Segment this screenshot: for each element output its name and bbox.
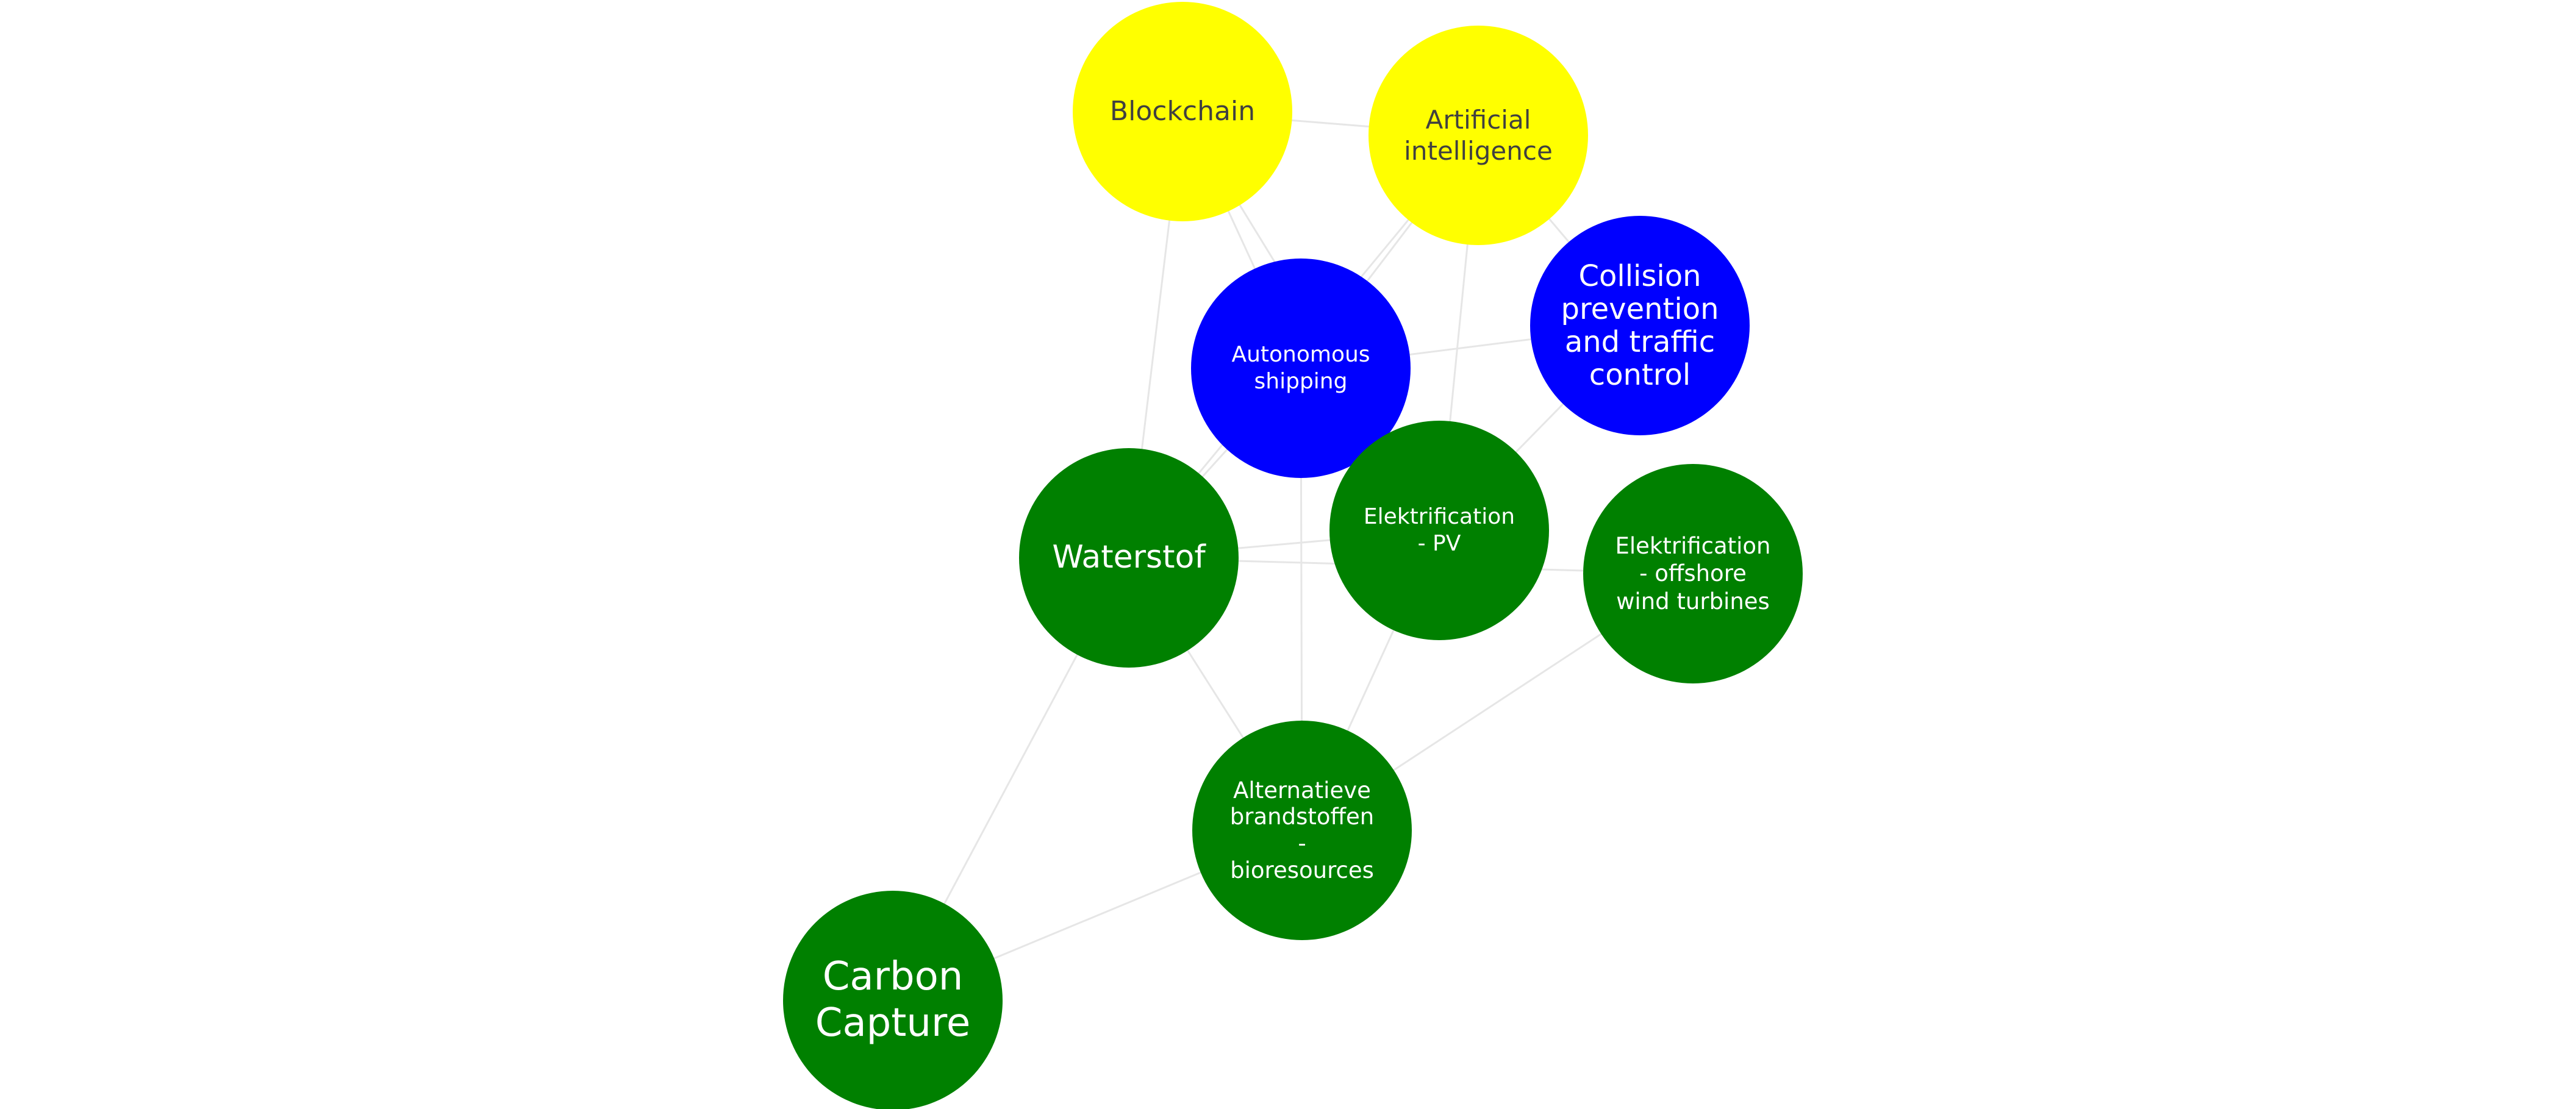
node-waterstof-label: Waterstof [1052,539,1206,576]
node-elektrification-pv-label: Elektrification - PV [1363,504,1515,556]
node-carbon-capture-label: Carbon Capture [815,954,971,1046]
node-collision-prevention-label: Collision prevention and traffic control [1561,259,1719,393]
node-autonomous-shipping-label: Autonomous shipping [1231,342,1370,394]
node-alternatieve-brandstoffen-label: Alternatieve brandstoffen - bioresources [1229,777,1375,883]
node-blockchain-label: Blockchain [1109,96,1256,127]
node-carbon-capture[interactable]: Carbon Capture [783,891,1003,1109]
node-elektrification-offshore-wind-label: Elektrification - offshore wind turbines [1615,533,1771,615]
node-artificial-intelligence[interactable]: Artificial intelligence [1368,26,1588,245]
node-collision-prevention[interactable]: Collision prevention and traffic control [1530,216,1750,435]
node-artificial-intelligence-label: Artificial intelligence [1404,104,1553,166]
node-waterstof[interactable]: Waterstof [1019,448,1239,668]
node-alternatieve-brandstoffen[interactable]: Alternatieve brandstoffen - bioresources [1192,721,1412,940]
node-elektrification-offshore-wind[interactable]: Elektrification - offshore wind turbines [1583,464,1803,683]
node-elektrification-pv[interactable]: Elektrification - PV [1329,421,1549,640]
node-blockchain[interactable]: Blockchain [1073,2,1292,221]
